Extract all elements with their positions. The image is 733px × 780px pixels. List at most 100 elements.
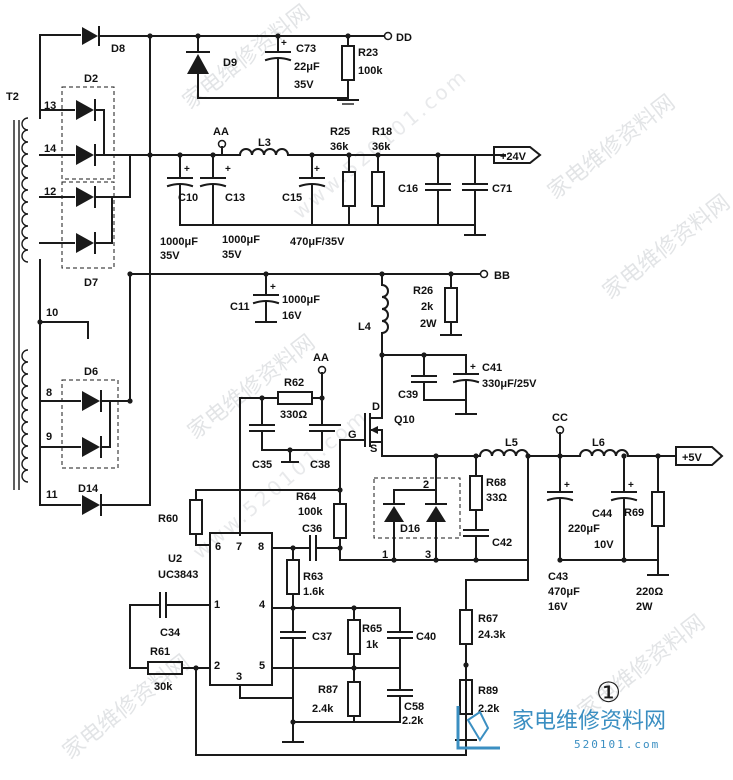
- cc-label: CC: [552, 412, 568, 424]
- r23-value: 100k: [358, 65, 383, 77]
- transformer-t2: T2 13 14 12 10 8 9 11: [6, 91, 58, 501]
- inductor-l3: L3: [238, 137, 290, 157]
- capacitor-c73: + C73 22μF 35V: [264, 35, 320, 99]
- r18-value: 36k: [372, 141, 391, 153]
- resistor-r26: R26 2k 2W: [413, 273, 462, 336]
- u2-pin5: 5: [259, 660, 265, 672]
- u2-pin6: 6: [215, 541, 221, 553]
- c71-label: C71: [492, 183, 512, 195]
- l4-label: L4: [358, 321, 372, 333]
- r69-label: R69: [624, 507, 644, 519]
- d14-label: D14: [78, 483, 99, 495]
- c34-label: C34: [160, 627, 181, 639]
- u2-part: UC3843: [158, 569, 198, 581]
- diode-d14: D14: [39, 483, 151, 516]
- l6-label: L6: [592, 437, 605, 449]
- r64-label: R64: [296, 491, 317, 503]
- l5-label: L5: [505, 437, 518, 449]
- r61-label: R61: [150, 646, 170, 658]
- junction-dots: [37, 33, 661, 725]
- svg-text:+: +: [270, 282, 276, 293]
- c44-label: C44: [592, 508, 613, 520]
- r25-value: 36k: [330, 141, 349, 153]
- d7-label: D7: [84, 277, 98, 289]
- capacitor-c42: C42: [463, 529, 512, 561]
- r87-label: R87: [318, 684, 338, 696]
- c43-voltage: 16V: [548, 601, 568, 613]
- watermark-text: 家电维修资料网: [598, 190, 733, 305]
- c44-value: 220μF: [568, 523, 600, 535]
- diode-d8: D8: [82, 26, 125, 55]
- r87-value: 2.4k: [312, 703, 334, 715]
- u2-pin1: 1: [214, 599, 220, 611]
- capacitor-c71: C71: [462, 154, 512, 236]
- d16-pin3: 3: [425, 549, 431, 561]
- diode-d2: [39, 99, 151, 166]
- c73-label: C73: [296, 43, 316, 55]
- capacitor-c13: + C13: [199, 154, 245, 226]
- logo-url: 520101.com: [574, 738, 660, 751]
- resistor-r62: R62 330Ω: [277, 377, 313, 421]
- svg-text:+: +: [184, 164, 190, 175]
- r65-value: 1k: [366, 639, 379, 651]
- r60-label: R60: [158, 513, 178, 525]
- watermark-text: 家电维修资料网: [573, 610, 710, 725]
- diode-d9: D9: [186, 35, 237, 99]
- c13-value: 1000μF: [222, 234, 260, 246]
- dd-label: DD: [396, 32, 412, 44]
- svg-text:+: +: [470, 362, 476, 373]
- u2-label: U2: [168, 553, 182, 565]
- c11-label: C11: [230, 301, 250, 313]
- pin-8: 8: [46, 387, 52, 399]
- r23-label: R23: [358, 47, 378, 59]
- resistor-r18: [371, 154, 385, 226]
- r18-label: R18: [372, 126, 392, 138]
- pin-10: 10: [46, 307, 58, 319]
- c13-label: C13: [225, 192, 245, 204]
- r69-power: 2W: [636, 601, 653, 613]
- c42-label: C42: [492, 537, 512, 549]
- c73-value: 22μF: [294, 61, 320, 73]
- c58-value: 2.2k: [402, 715, 424, 727]
- q10-gate: G: [348, 429, 357, 441]
- capacitor-c39: C39: [398, 354, 437, 401]
- d16-pin1: 1: [382, 549, 388, 561]
- inductor-l6: L6: [578, 437, 630, 458]
- figure-number: ①: [596, 676, 621, 709]
- capacitor-c38: C38: [309, 424, 335, 471]
- capacitor-c40: C40: [387, 607, 436, 669]
- resistor-r68: R68 33Ω: [469, 455, 507, 531]
- d2-label: D2: [84, 73, 98, 85]
- d8-label: D8: [111, 43, 125, 55]
- resistor-r23: R23 100k: [341, 35, 383, 101]
- r65-label: R65: [362, 623, 382, 635]
- capacitor-c44: + C44 220μF 10V: [568, 455, 638, 561]
- t2-label: T2: [6, 91, 19, 103]
- c44-voltage: 10V: [594, 539, 614, 551]
- watermark-text: 家电维修资料网: [543, 90, 680, 205]
- r69-value: 220Ω: [636, 586, 663, 598]
- d16-pin2: 2: [423, 479, 429, 491]
- c38-label: C38: [310, 459, 330, 471]
- svg-text:+: +: [225, 164, 231, 175]
- bb-label: BB: [494, 270, 510, 282]
- c73-voltage: 35V: [294, 79, 314, 91]
- c11-value: 1000μF: [282, 294, 320, 306]
- d2-box: [61, 86, 115, 180]
- d16-box: [373, 477, 461, 539]
- u2-pin2: 2: [214, 660, 220, 672]
- capacitor-c34: C34: [159, 592, 181, 639]
- d6-label: D6: [84, 366, 98, 378]
- pin-12: 12: [44, 186, 56, 198]
- resistor-r67: R67 24.3k: [459, 609, 506, 681]
- r68-label: R68: [486, 477, 506, 489]
- c43-value: 470μF: [548, 586, 580, 598]
- d9-label: D9: [223, 57, 237, 69]
- capacitor-c11: + C11 1000μF 16V: [230, 273, 320, 323]
- capacitor-c15: + C15: [282, 154, 326, 226]
- c10-value: 1000μF: [160, 236, 198, 248]
- resistor-r63: R63 1.6k: [286, 547, 325, 609]
- q10-drain: D: [372, 401, 380, 413]
- r62-label: R62: [284, 377, 304, 389]
